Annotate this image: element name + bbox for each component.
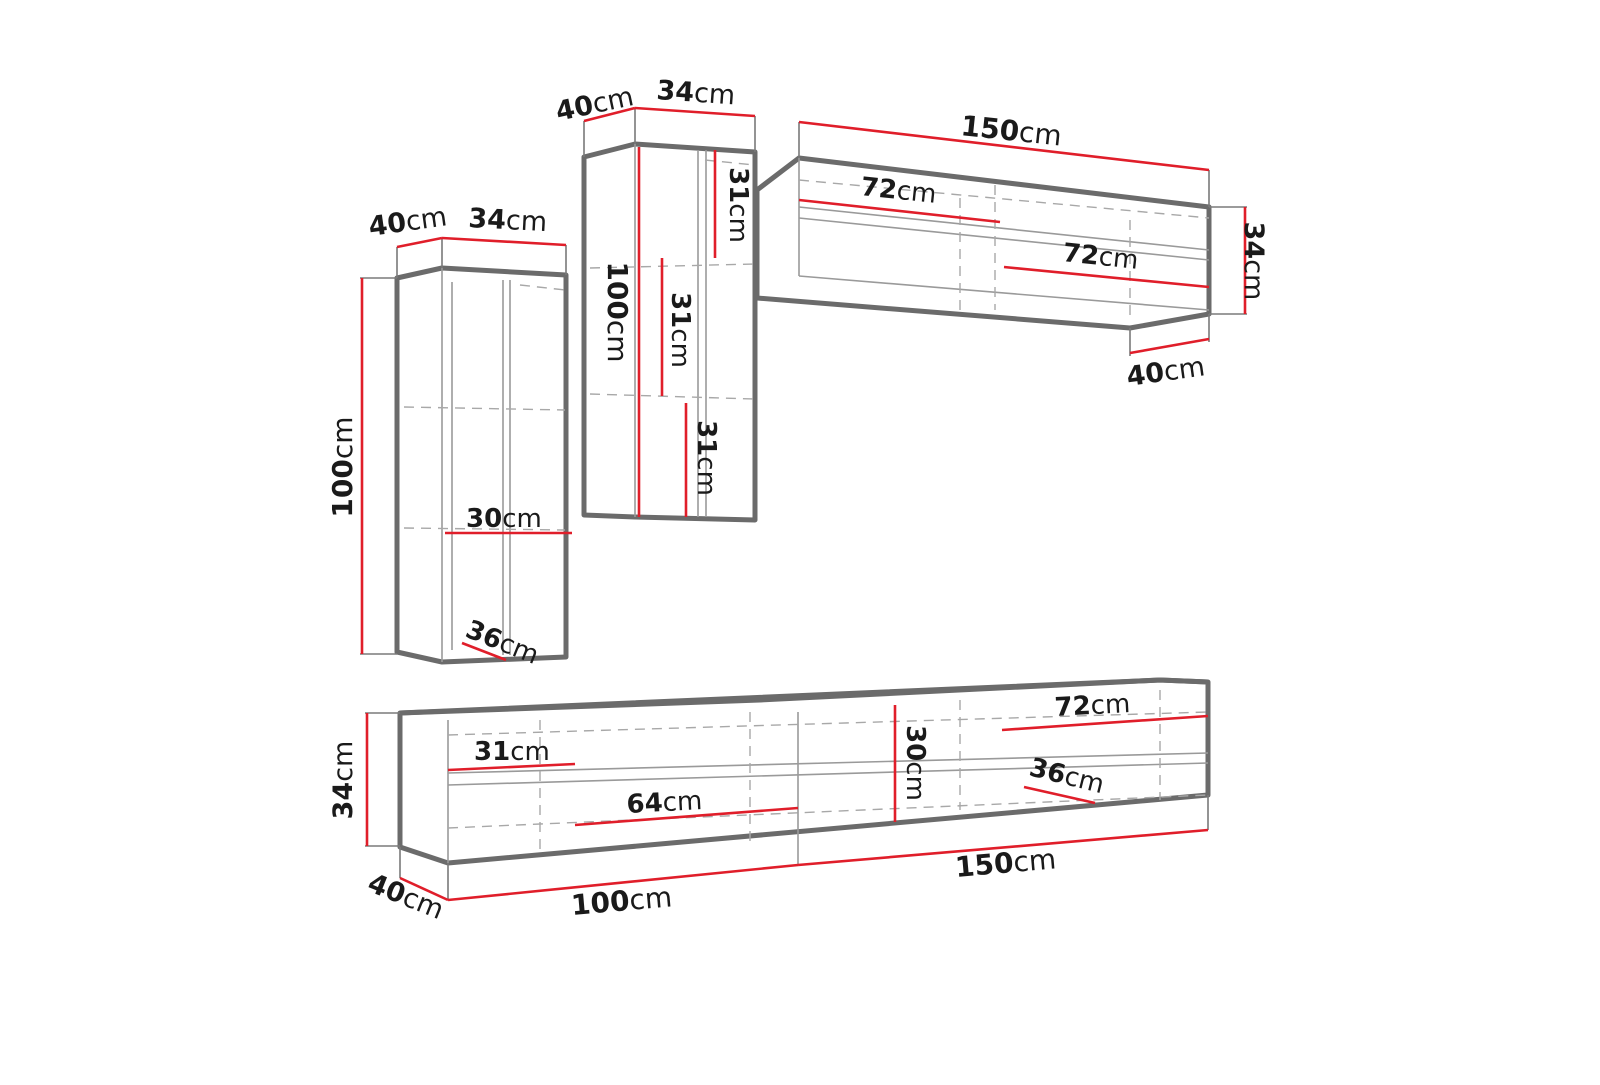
tall-cabinet-left-depth-line	[396, 236, 443, 249]
tv-stand-right-width-line	[797, 828, 1209, 867]
tv-stand-right-compartment-height-label: 30cm	[900, 725, 930, 801]
tall-cabinet-center-back	[704, 159, 755, 166]
tv-stand-right-compartment-width-line	[1001, 714, 1209, 732]
wall-shelf: 150cm 72cm 72cm 34cm 40cm	[754, 109, 1269, 393]
tall-cabinet-left-outline	[394, 265, 569, 665]
tv-stand-right-compartment-depth-label: 36cm	[1026, 753, 1107, 800]
wall-shelf-width-label: 150cm	[959, 109, 1063, 152]
tall-cabinet-center-width-label: 34cm	[656, 75, 737, 111]
tv-stand-right-compartment-width-label: 72cm	[1054, 689, 1131, 723]
tv-stand-left-compartment-height-line	[447, 762, 576, 772]
tall-cabinet-center-shelf-2	[589, 393, 755, 400]
tv-stand-shelf-upper	[447, 752, 1209, 774]
tv-stand: 34cm 40cm 100cm 150cm 31cm 64cm 30cm 72c…	[328, 677, 1211, 926]
wall-shelf-front-top-2	[798, 217, 1210, 261]
tall-cabinet-left-shelf-2	[403, 527, 566, 531]
tv-stand-left-compartment-width-label: 64cm	[626, 786, 703, 820]
wall-shelf-depth-label: 40cm	[1125, 351, 1207, 393]
wall-shelf-depth-line	[1129, 337, 1210, 355]
tall-cabinet-left-back	[519, 284, 566, 291]
tv-stand-top-edge	[399, 677, 1209, 716]
tv-stand-depth-line	[399, 876, 449, 902]
tall-cabinet-center-compartment-low-label: 31cm	[691, 420, 721, 496]
tall-cabinet-left-shelf-1	[403, 406, 566, 411]
tall-cabinet-left-depth-label: 40cm	[367, 201, 449, 243]
wall-shelf-front-top	[798, 206, 1210, 251]
tall-cabinet-left-width-line	[441, 236, 567, 247]
tv-stand-left-width-label: 100cm	[570, 880, 674, 922]
tall-cabinet-center-depth-line	[583, 106, 636, 123]
tall-cabinet-left-shelf-width-label: 30cm	[466, 504, 542, 534]
tv-stand-right-compartment-depth-line	[1023, 785, 1096, 805]
wall-shelf-back-top	[798, 179, 1210, 219]
tv-stand-shelf-upper-2	[447, 762, 1209, 786]
tall-cabinet-center: 40cm 34cm 100cm 31cm 31cm 31cm	[553, 75, 758, 523]
tall-cabinet-left-shelf-depth-line	[461, 641, 507, 662]
wall-shelf-width-line	[798, 120, 1210, 172]
wall-shelf-shelf-upper-label: 72cm	[859, 172, 938, 210]
wall-shelf-shelf-upper-line	[798, 198, 1001, 224]
wall-shelf-height-label: 34cm	[1238, 222, 1269, 301]
tv-stand-left-compartment-height-label: 31cm	[474, 737, 550, 767]
tv-stand-left-compartment-width-line	[574, 806, 799, 827]
tv-stand-left-width-line	[447, 863, 799, 902]
tall-cabinet-center-depth-label: 40cm	[553, 81, 636, 128]
wall-shelf-front-bottom	[798, 275, 1210, 311]
tall-cabinet-left: 40cm 34cm 100cm 30cm 36cm	[326, 201, 572, 671]
tall-cabinet-center-height-label: 100cm	[601, 261, 634, 362]
tv-stand-height-label: 34cm	[328, 741, 359, 820]
tv-stand-right-width-label: 150cm	[954, 842, 1058, 884]
wall-shelf-shelf-lower-label: 72cm	[1061, 238, 1140, 276]
tall-cabinet-center-shelf-1	[589, 263, 755, 269]
tall-cabinet-center-width-line	[634, 106, 756, 118]
tv-stand-back-top	[447, 711, 1209, 736]
wall-shelf-shelf-lower-line	[1003, 265, 1210, 289]
tv-stand-back-bottom	[447, 794, 1209, 829]
tall-cabinet-center-compartment-top-label: 31cm	[723, 167, 753, 243]
tv-stand-depth-label: 40cm	[363, 868, 448, 926]
tall-cabinet-left-width-label: 34cm	[468, 203, 548, 238]
tall-cabinet-center-compartment-mid-label: 31cm	[665, 292, 695, 368]
tall-cabinet-left-height-label: 100cm	[326, 416, 359, 517]
